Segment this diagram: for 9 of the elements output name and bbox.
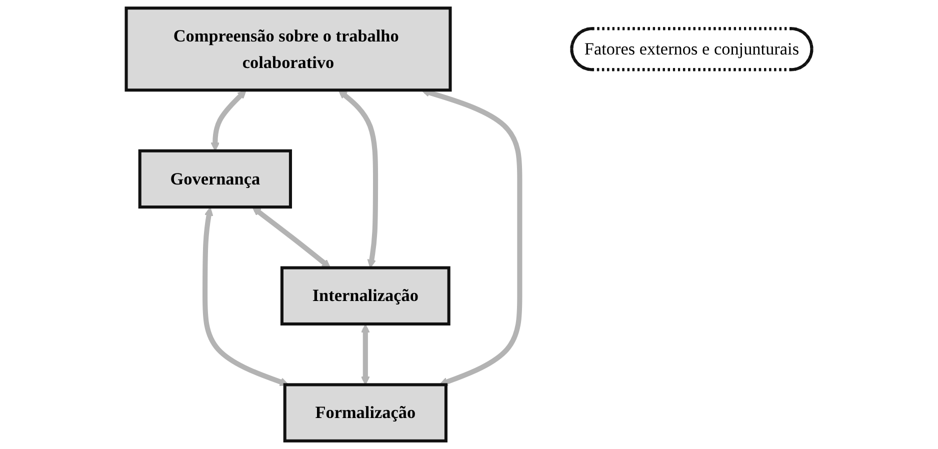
arrow bbox=[202, 207, 289, 386]
arrow bbox=[210, 90, 246, 152]
arrow bbox=[360, 324, 370, 386]
node-box: Compreensão sobre o trabalho colaborativo bbox=[124, 6, 452, 92]
node-box: Formalização bbox=[283, 383, 448, 442]
arrow bbox=[252, 206, 331, 268]
node-box: Internalização bbox=[280, 266, 450, 326]
arrow bbox=[338, 90, 378, 268]
node-box: Governança bbox=[138, 149, 292, 209]
